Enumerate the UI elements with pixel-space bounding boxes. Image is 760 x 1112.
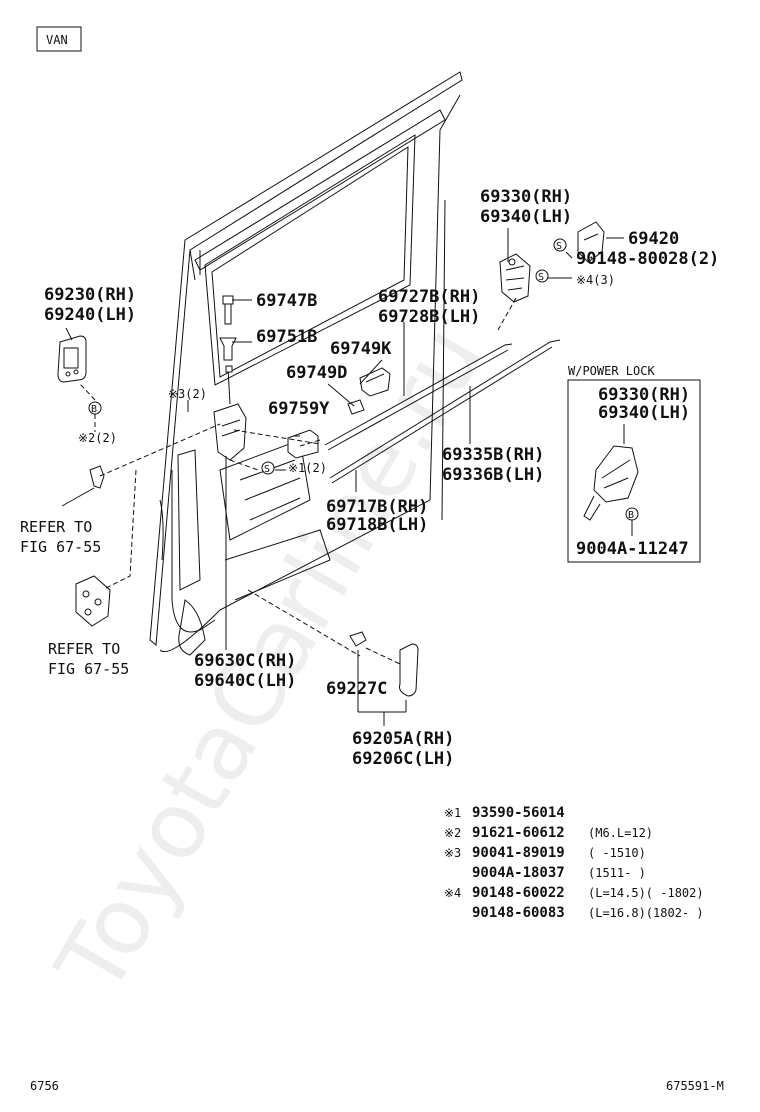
- inset-label-lh: 69340(LH): [598, 403, 690, 423]
- label-69718b-lh: 69718B(LH): [326, 515, 428, 535]
- control-rods: [324, 339, 561, 484]
- outside-handle-69230: [57, 335, 87, 383]
- bracket: [347, 399, 365, 415]
- label-69240-lh: 69240(LH): [44, 305, 136, 325]
- hinge-plate: [75, 575, 111, 627]
- label-x3: ※3(2): [168, 387, 207, 401]
- bushing-69751b: [219, 337, 237, 361]
- legend-note: (M6.L=12): [588, 826, 653, 840]
- label-69747b: 69747B: [256, 291, 317, 311]
- label-69749k: 69749K: [330, 339, 392, 359]
- sliding-door-outline: [149, 71, 463, 656]
- label-x2: ※2(2): [78, 431, 117, 445]
- svg-text:B: B: [91, 404, 97, 415]
- label-69727b-rh: 69727B(RH): [378, 287, 480, 307]
- legend-mark: ※3: [444, 846, 461, 860]
- power-lock-inset: W/POWER LOCK 69330(RH) 69340(LH) B 9004A…: [567, 364, 701, 563]
- remote-control-69630c: [213, 365, 247, 461]
- rear-door-lock-69330: [499, 253, 531, 303]
- legend-part: 90148-60083: [472, 905, 565, 921]
- legend-part: 90148-60022: [472, 885, 565, 901]
- model-tag: VAN: [46, 33, 68, 47]
- svg-text:B: B: [628, 510, 634, 521]
- cover-69420: [577, 221, 605, 263]
- inset-title: W/POWER LOCK: [568, 364, 655, 378]
- s-mark-2: S: [535, 269, 549, 283]
- legend-part: 90041-89019: [472, 845, 565, 861]
- illustration-code: 675591-M: [666, 1079, 724, 1093]
- label-69717b-rh: 69717B(RH): [326, 497, 428, 517]
- label-69728b-lh: 69728B(LH): [378, 307, 480, 327]
- footnote-legend: ※1 93590-56014 ※2 91621-60612 (M6.L=12) …: [444, 805, 704, 921]
- label-69751b: 69751B: [256, 327, 317, 347]
- legend-mark: ※2: [444, 826, 461, 840]
- legend-mark: ※4: [444, 886, 461, 900]
- clip-69749d: [359, 367, 391, 397]
- s-mark-1: S: [553, 238, 567, 252]
- label-69205a-rh: 69205A(RH): [352, 729, 454, 749]
- s-mark-3: S: [261, 461, 275, 475]
- clip-b-mark: B: [88, 401, 102, 415]
- label-69336b-lh: 69336B(LH): [442, 465, 544, 485]
- svg-text:S: S: [538, 272, 544, 283]
- protector-69759y: [287, 429, 319, 459]
- label-refer1-a: REFER TO: [20, 518, 92, 536]
- label-69230-rh: 69230(RH): [44, 285, 136, 305]
- label-69335b-rh: 69335B(RH): [442, 445, 544, 465]
- label-69227c: 69227C: [326, 679, 387, 699]
- svg-text:S: S: [264, 464, 270, 475]
- legend-mark: ※1: [444, 806, 461, 820]
- legend-part: 93590-56014: [472, 805, 565, 821]
- leader-lines: [61, 228, 624, 726]
- inset-label-rh: 69330(RH): [598, 385, 690, 405]
- model-tag-box: [36, 26, 82, 52]
- label-refer1-b: FIG 67-55: [20, 538, 101, 556]
- label-69749d: 69749D: [286, 363, 347, 383]
- legend-note: (L=16.8)(1802- ): [588, 906, 704, 920]
- legend-part: 91621-60612: [472, 825, 565, 841]
- label-69420: 69420: [628, 229, 679, 249]
- cap-69227c: [349, 631, 367, 647]
- label-69640c-lh: 69640C(LH): [194, 671, 296, 691]
- pin-69747b: [222, 295, 234, 325]
- svg-text:S: S: [556, 241, 562, 252]
- label-69630c-rh: 69630C(RH): [194, 651, 296, 671]
- legend-part: 9004A-18037: [472, 865, 565, 881]
- legend-note: (1511- ): [588, 866, 646, 880]
- legend-note: (L=14.5)( -1802): [588, 886, 704, 900]
- label-refer2-b: FIG 67-55: [48, 660, 129, 678]
- handle-clip: [89, 465, 105, 489]
- label-69206c-lh: 69206C(LH): [352, 749, 454, 769]
- label-69759y: 69759Y: [268, 399, 330, 419]
- handle-69205a: [399, 643, 419, 697]
- label-69340-lh: 69340(LH): [480, 207, 572, 227]
- label-69330-rh: 69330(RH): [480, 187, 572, 207]
- label-x1: ※1(2): [288, 461, 327, 475]
- legend-note: ( -1510): [588, 846, 646, 860]
- inset-label-bolt: 9004A-11247: [576, 539, 689, 559]
- label-refer2-a: REFER TO: [48, 640, 120, 658]
- label-90148-80028: 90148-80028(2): [576, 249, 719, 269]
- label-x4: ※4(3): [576, 273, 615, 287]
- page-number-left: 6756: [30, 1079, 59, 1093]
